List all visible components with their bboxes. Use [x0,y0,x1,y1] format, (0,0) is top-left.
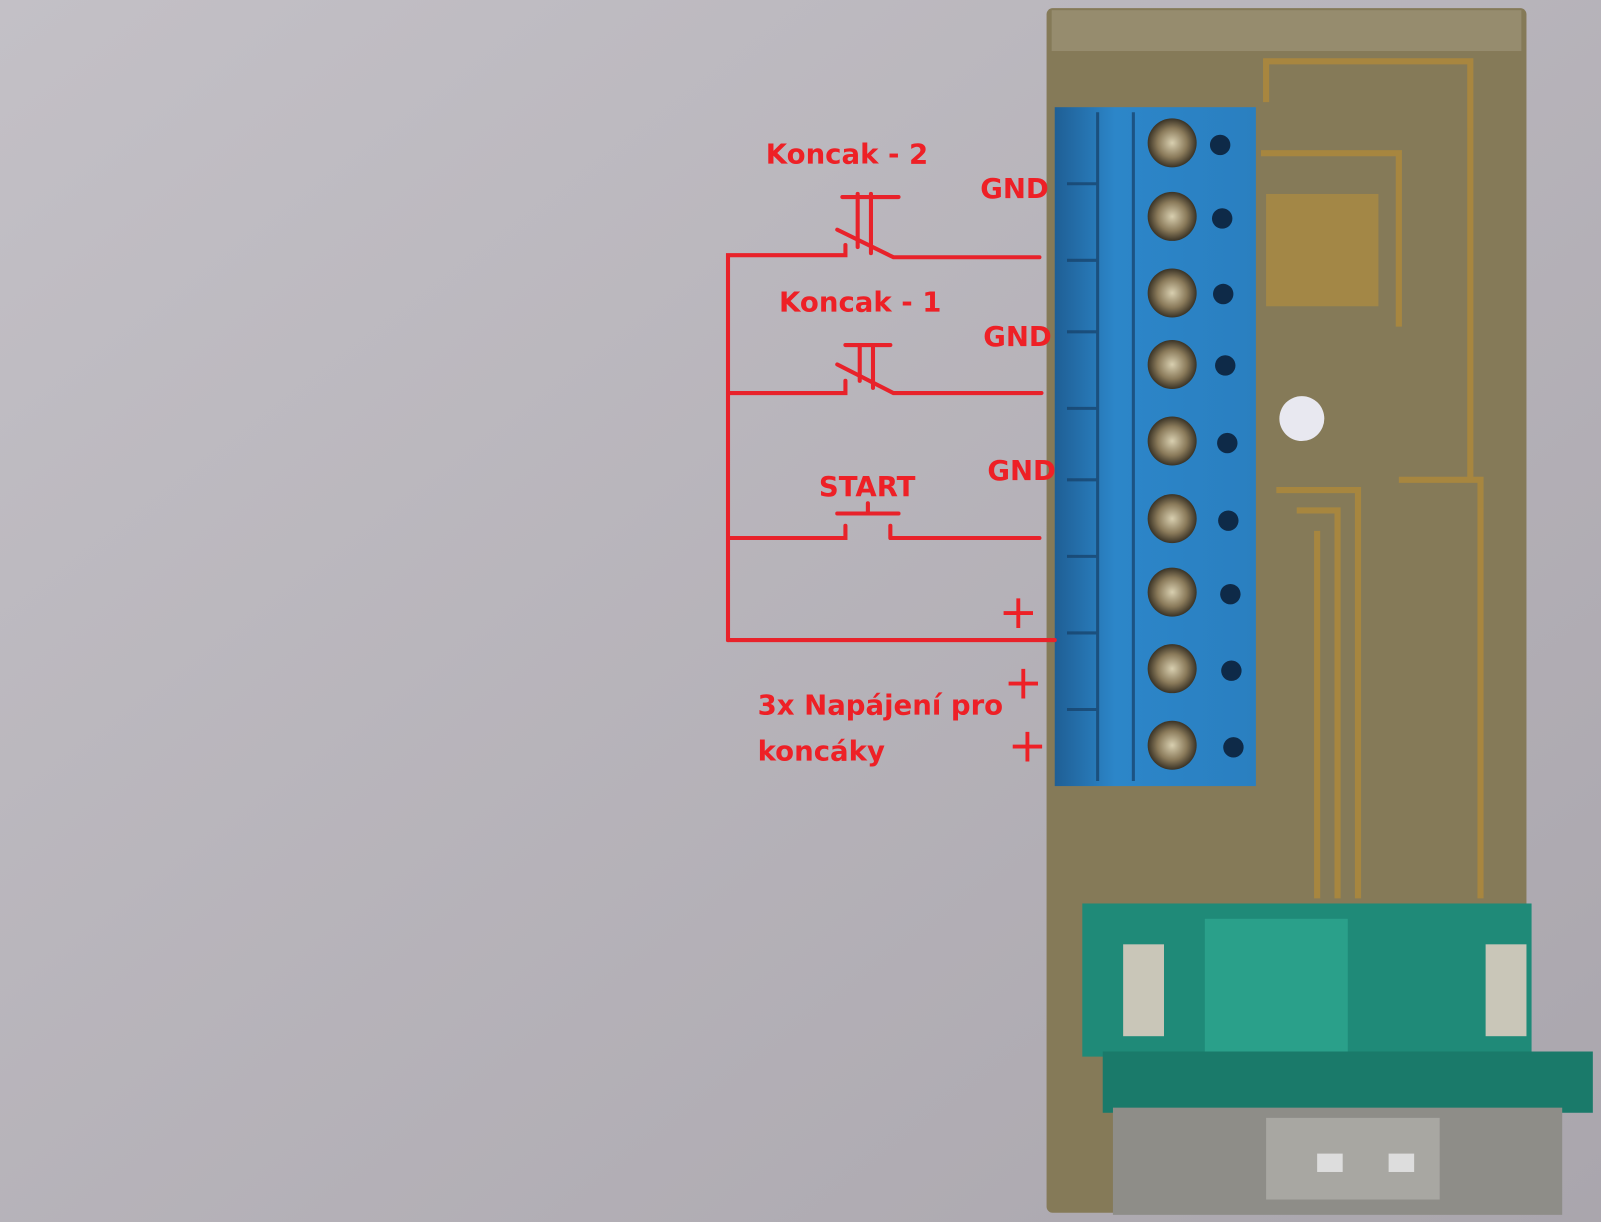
label-gnd-2: GND [983,321,1052,353]
label-power-line2: koncáky [758,736,885,768]
screw [1147,268,1197,318]
label-plus-3: + [1008,719,1047,774]
db9-connector [1082,903,1593,1215]
screw [1147,644,1197,694]
label-start: START [819,471,916,503]
label-gnd-1: GND [980,173,1049,205]
mounting-hole [1279,396,1325,442]
screw [1147,339,1197,389]
start-button-symbol [835,501,1042,541]
terminal-block [1054,107,1256,787]
label-koncak-1: Koncak - 1 [779,286,941,318]
label-plus-1: + [999,585,1038,640]
screw [1147,494,1197,544]
screw [1147,118,1197,168]
label-plus-2: + [1004,655,1043,710]
limit-switch-1-symbol [835,362,1044,396]
screw [1147,191,1197,241]
screw [1147,416,1197,466]
screw [1147,567,1197,617]
label-power-line1: 3x Napájení pro [758,690,1004,722]
screw [1147,720,1197,770]
terminal-screws [1147,118,1197,770]
label-gnd-3: GND [987,455,1056,487]
annotation-wiring [725,191,1057,643]
label-koncak-2: Koncak - 2 [766,138,928,170]
